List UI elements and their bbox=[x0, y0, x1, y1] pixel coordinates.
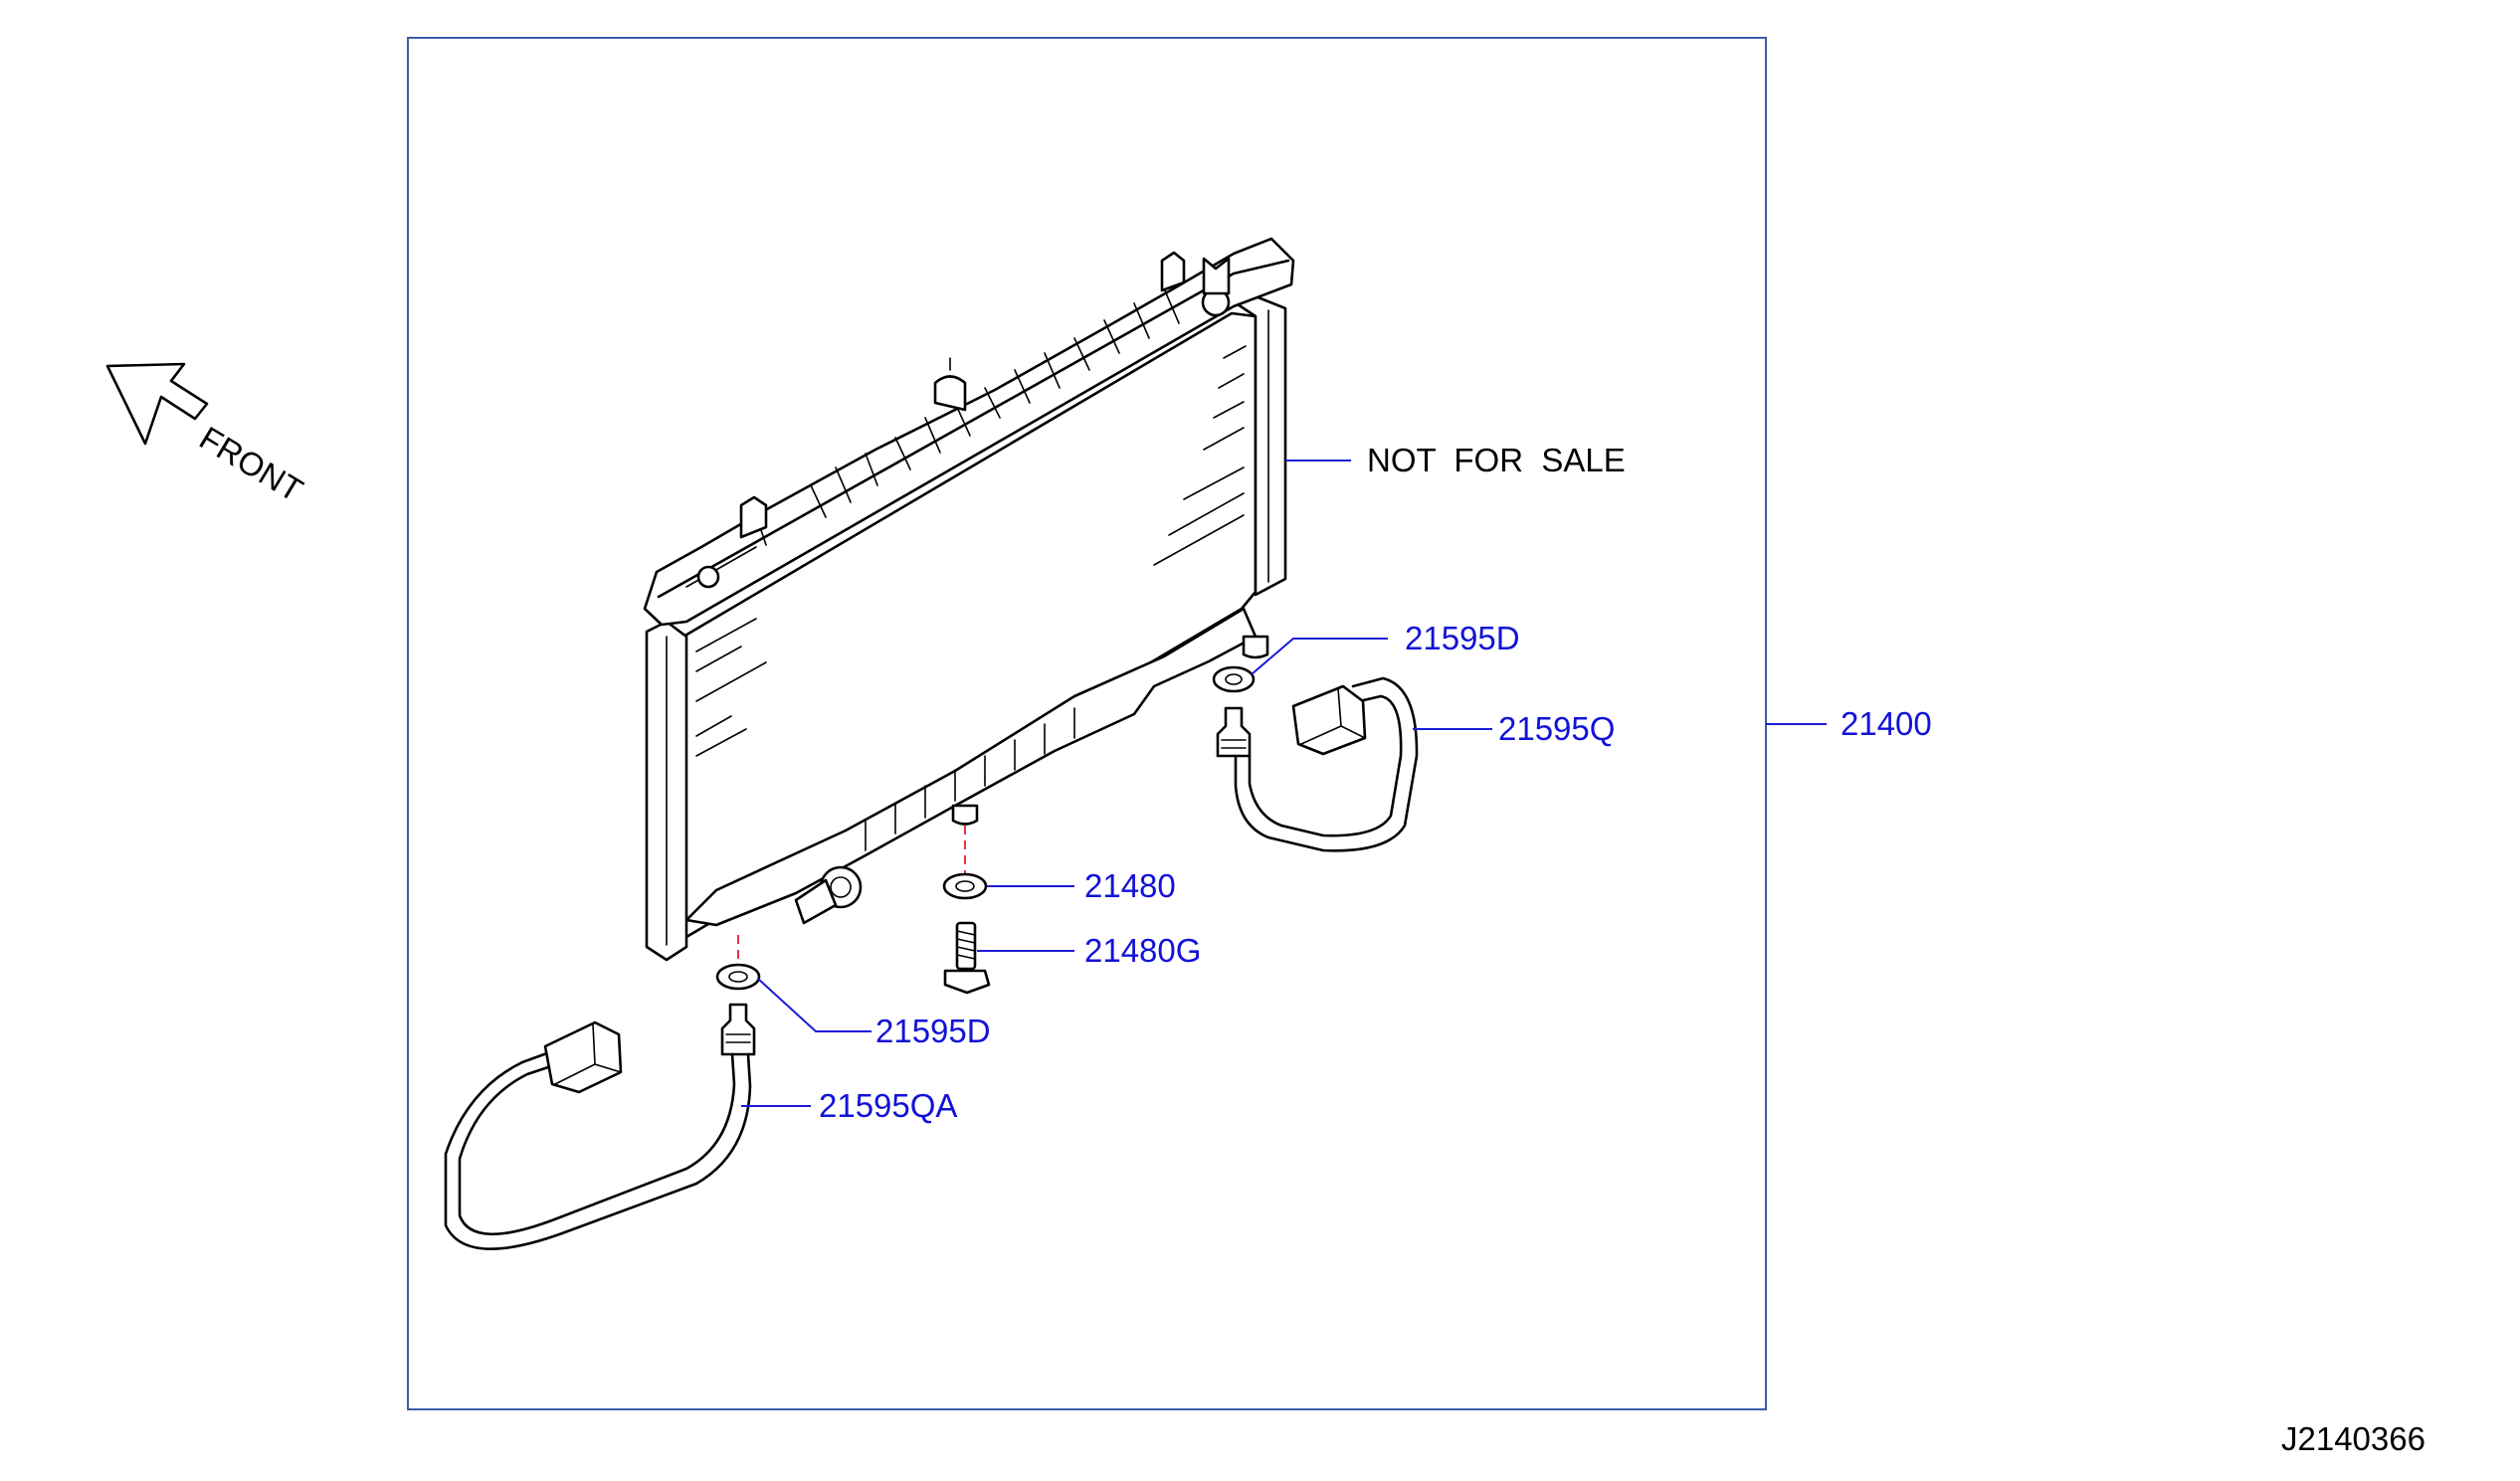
callout-21595Q[interactable]: 21595Q bbox=[1498, 710, 1615, 747]
leader-21595D-upper bbox=[1251, 638, 1388, 675]
callout-21595D-lower[interactable]: 21595D bbox=[875, 1013, 991, 1049]
reference-code: J2140366 bbox=[2281, 1420, 2425, 1457]
gasket-lower bbox=[715, 963, 761, 991]
not-for-sale-label: NOT FOR SALE bbox=[1367, 442, 1626, 478]
drain-plug bbox=[943, 921, 991, 995]
drain-washer bbox=[942, 872, 988, 900]
radiator-filler-neck bbox=[933, 375, 967, 412]
callout-21400[interactable]: 21400 bbox=[1841, 705, 1932, 742]
radiator-assembly bbox=[643, 237, 1295, 962]
sensor-upper bbox=[1216, 676, 1419, 852]
callout-21595D-upper[interactable]: 21595D bbox=[1405, 620, 1520, 656]
sensor-lower bbox=[444, 1003, 756, 1250]
callout-21480G[interactable]: 21480G bbox=[1084, 932, 1201, 969]
front-arrow-icon bbox=[105, 362, 209, 446]
leader-21595D-lower bbox=[757, 978, 872, 1032]
gasket-upper bbox=[1212, 665, 1256, 693]
radiator-fin-hatching bbox=[695, 345, 1247, 757]
front-label: FRONT bbox=[193, 419, 308, 508]
callout-21480[interactable]: 21480 bbox=[1084, 867, 1176, 904]
callout-21595QA[interactable]: 21595QA bbox=[819, 1087, 957, 1124]
